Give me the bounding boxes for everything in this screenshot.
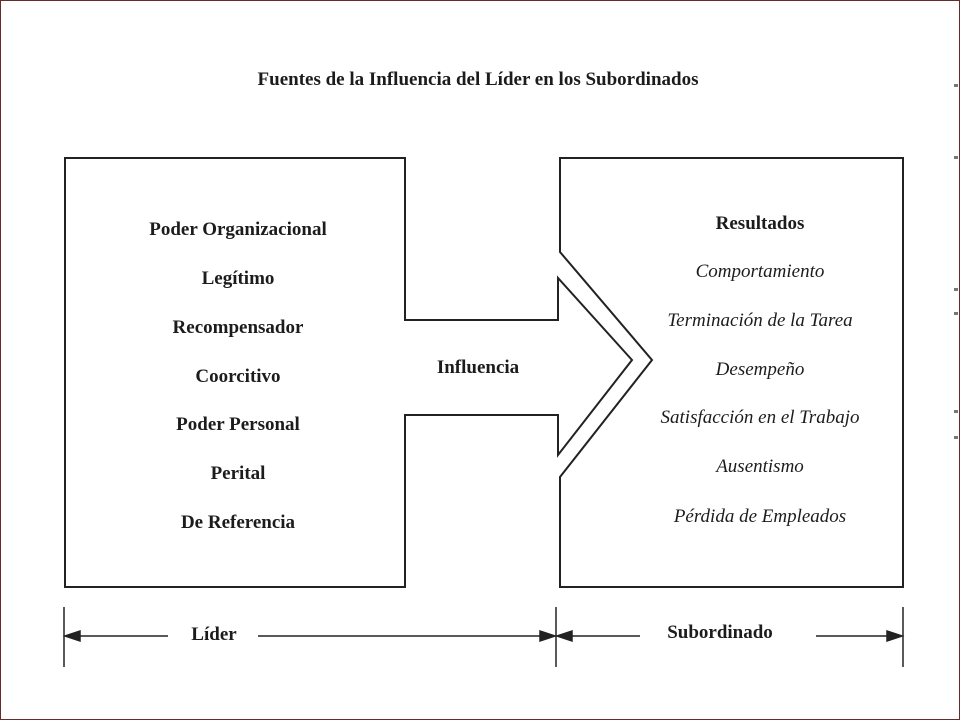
result-item: Desempeño [715,359,805,380]
result-item: Satisfacción en el Trabajo [660,407,860,428]
leader-item: De Referencia [180,512,296,533]
scan-mark [954,410,958,413]
result-item: Ausentismo [716,456,804,477]
leader-item: Perital [210,463,266,484]
diagram-title: Fuentes de la Influencia del Líder en lo… [257,69,699,90]
results-heading: Resultados [715,213,805,234]
subordinate-box [559,157,904,588]
dimension-axis [62,607,905,667]
axis-label-leader: Líder [191,624,237,645]
leader-item: Coorcitivo [195,366,281,387]
scan-mark [954,288,958,291]
scan-mark [954,84,958,87]
scan-mark [954,436,958,439]
scan-mark [954,156,958,159]
leader-item: Poder Personal [176,414,300,435]
leader-item: Recompensador [172,317,304,338]
scan-mark [954,312,958,315]
leader-box [64,157,634,588]
leader-item: Legítimo [201,268,275,289]
influence-label: Influencia [436,357,520,378]
result-item: Comportamiento [695,261,825,282]
leader-item: Poder Organizacional [149,219,327,240]
axis-label-subordinate: Subordinado [667,622,773,643]
result-item: Terminación de la Tarea [667,310,853,331]
result-item: Pérdida de Empleados [673,506,847,527]
